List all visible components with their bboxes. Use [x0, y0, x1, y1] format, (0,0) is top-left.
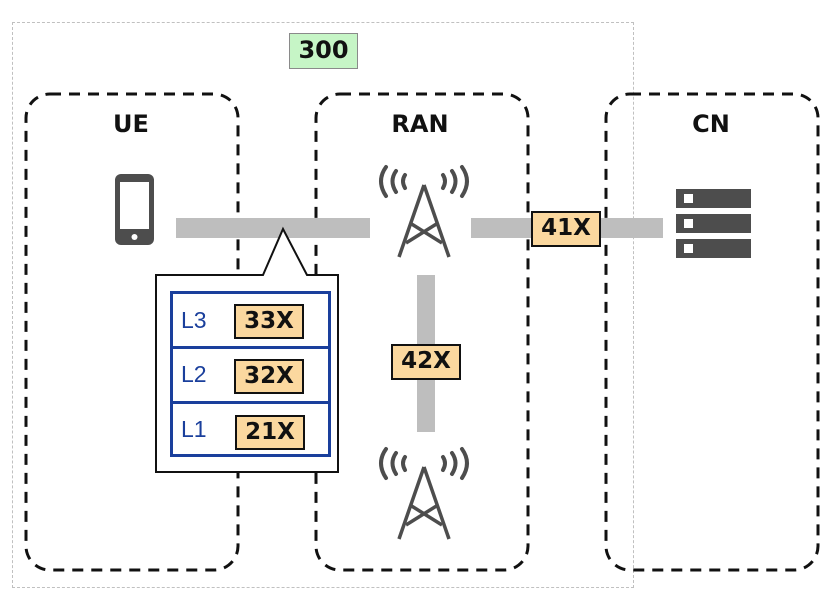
cell-tower-icon	[379, 165, 469, 258]
layer-name-l1: L1	[181, 416, 207, 442]
smartphone-icon	[115, 174, 154, 245]
cn-domain-box	[604, 92, 820, 572]
layer-label-33x: 33X	[234, 304, 304, 339]
link-ue-ran	[176, 218, 370, 238]
layer-label-32x: 32X	[234, 359, 304, 394]
ue-domain-box	[24, 92, 240, 572]
stack-divider	[170, 401, 331, 404]
callout-bubble	[155, 226, 339, 473]
protocol-stack	[170, 291, 331, 457]
interface-label-42x: 42X	[391, 344, 461, 380]
ran-title: RAN	[391, 110, 449, 138]
stack-divider	[170, 346, 331, 349]
layer-name-l3: L3	[181, 307, 207, 333]
group-label: 300	[289, 33, 358, 69]
cn-title: CN	[692, 110, 730, 138]
ran-domain-box	[314, 92, 530, 572]
cell-tower-icon	[379, 447, 469, 540]
group-300-boundary	[12, 22, 634, 588]
interface-label-41x: 41X	[531, 211, 601, 247]
layer-label-21x: 21X	[235, 415, 305, 450]
server-icon	[676, 189, 751, 258]
ue-title: UE	[113, 110, 149, 138]
layer-name-l2: L2	[181, 361, 207, 387]
